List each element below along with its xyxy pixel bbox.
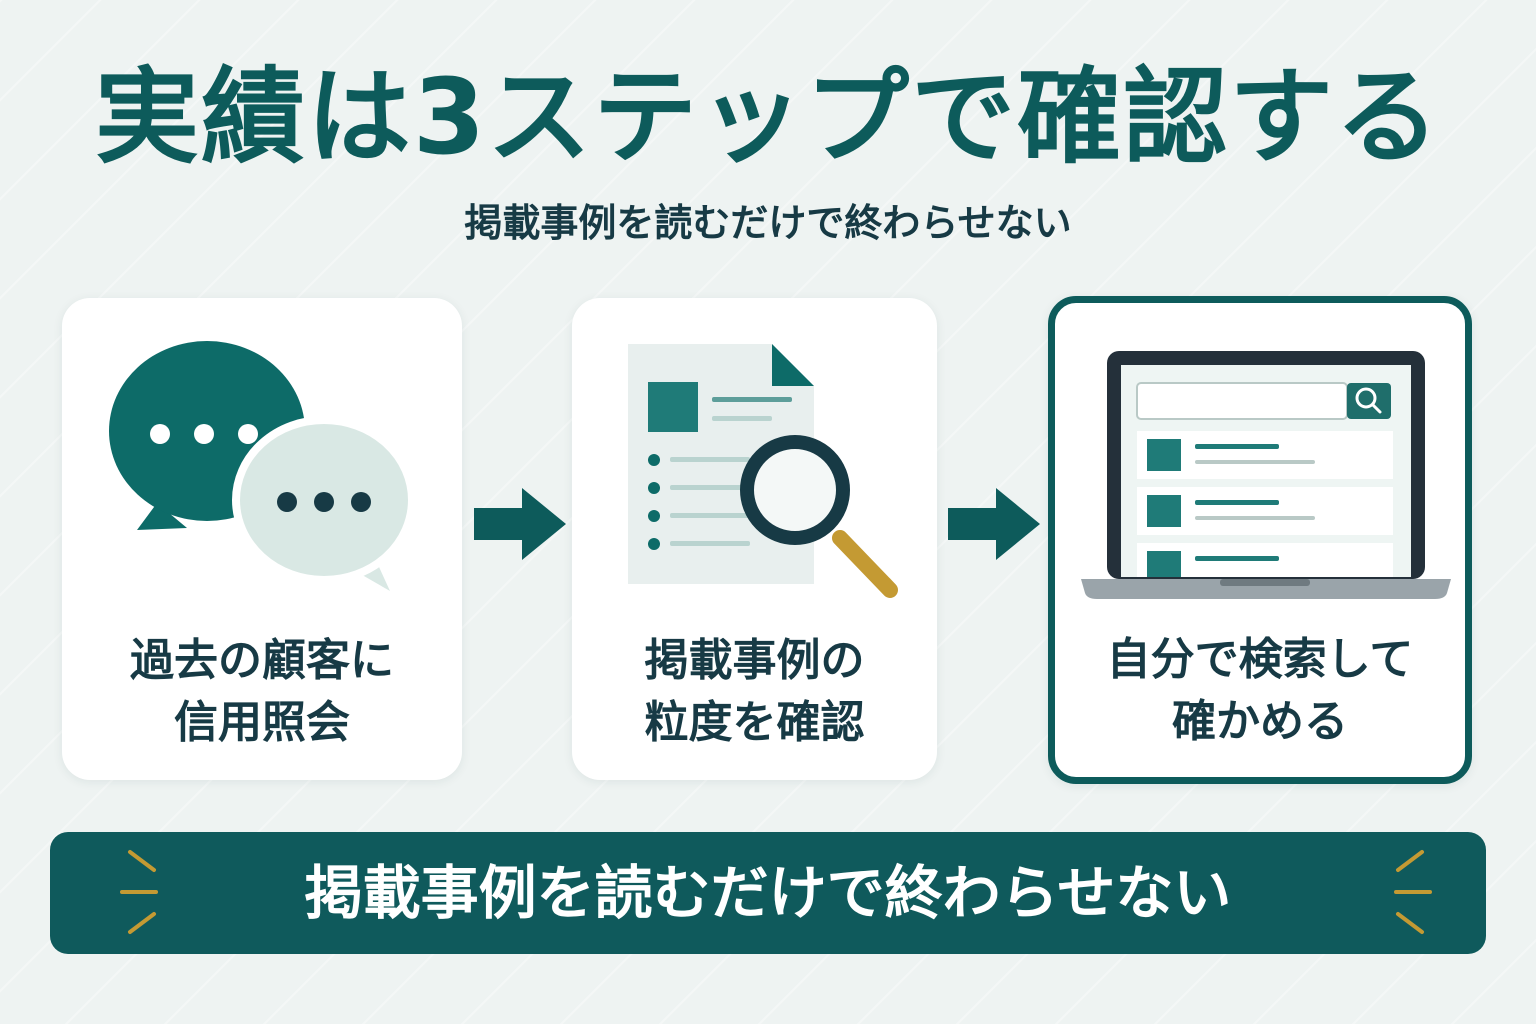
step-card-2: 掲載事例の 粒度を確認 <box>572 298 937 780</box>
document-magnifier-icon <box>628 344 898 598</box>
step-1-label: 過去の顧客に 信用照会 <box>130 635 394 748</box>
step-2-label: 掲載事例の 粒度を確認 <box>644 635 865 748</box>
step-card-3: 自分で検索して 確かめる <box>1048 296 1472 784</box>
page-title: 実績は3ステップで確認する <box>94 56 1442 178</box>
arrow-right-icon <box>948 488 1040 560</box>
step-card-1: 過去の顧客に 信用照会 <box>62 298 462 780</box>
page-subtitle: 掲載事例を読むだけで終わらせない <box>464 201 1072 245</box>
bottom-banner: 掲載事例を読むだけで終わらせない <box>50 832 1486 954</box>
arrow-right-icon <box>474 488 566 560</box>
chat-bubbles-icon <box>109 341 416 591</box>
step-3-label: 自分で検索して 確かめる <box>1106 634 1414 747</box>
sparkle-right-icon <box>1394 850 1432 934</box>
sparkle-left-icon <box>120 850 158 934</box>
banner-text: 掲載事例を読むだけで終わらせない <box>304 859 1232 927</box>
laptop-search-icon <box>1081 351 1451 599</box>
